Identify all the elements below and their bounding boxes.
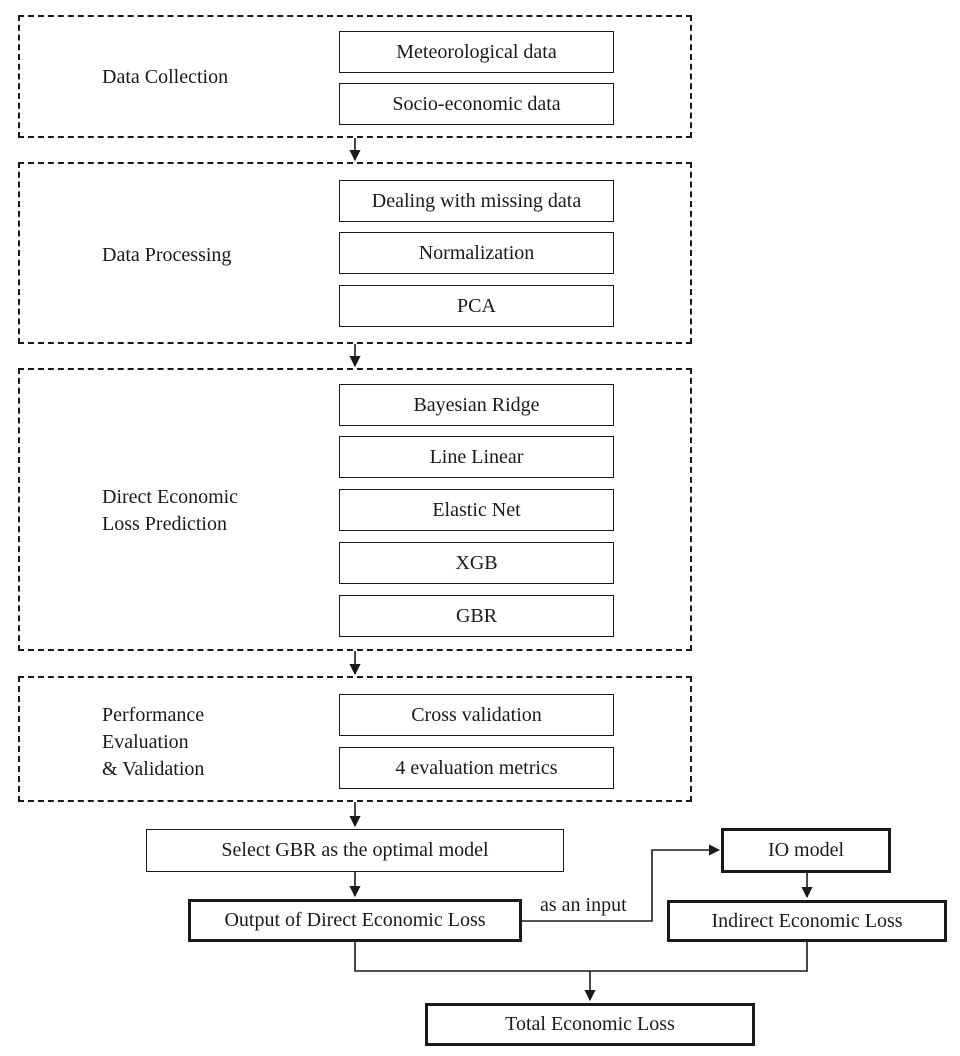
box-xgb: XGB [339,542,614,584]
box-line-linear: Line Linear [339,436,614,478]
box-missing-data: Dealing with missing data [339,180,614,222]
box-total-loss: Total Economic Loss [425,1003,755,1046]
label-as-an-input: as an input [540,894,627,916]
box-gbr: GBR [339,595,614,637]
arrow-output-to-io-model [522,844,721,922]
box-socio-economic-data: Socio-economic data [339,83,614,125]
box-elastic-net: Elastic Net [339,489,614,531]
box-indirect-loss: Indirect Economic Loss [667,900,947,942]
group-label-data-processing: Data Processing [102,244,232,266]
group-performance-evaluation [18,676,692,802]
group-label-direct-loss-prediction: Direct Economic Loss Prediction [102,486,239,535]
box-cross-validation: Cross validation [339,694,614,736]
box-direct-loss-output: Output of Direct Economic Loss [188,899,522,942]
group-direct-loss-prediction [18,368,692,651]
group-data-collection [18,15,692,138]
box-evaluation-metrics: 4 evaluation metrics [339,747,614,789]
box-pca: PCA [339,285,614,327]
box-normalization: Normalization [339,232,614,274]
box-bayesian-ridge: Bayesian Ridge [339,384,614,426]
box-select-gbr: Select GBR as the optimal model [146,829,564,872]
box-meteorological-data: Meteorological data [339,31,614,73]
group-label-data-collection: Data Collection [102,66,229,88]
group-data-processing [18,162,692,344]
box-io-model: IO model [721,828,891,873]
line-direct-to-total [354,942,808,972]
group-label-performance-evaluation: Performance Evaluation & Validation [102,704,205,780]
